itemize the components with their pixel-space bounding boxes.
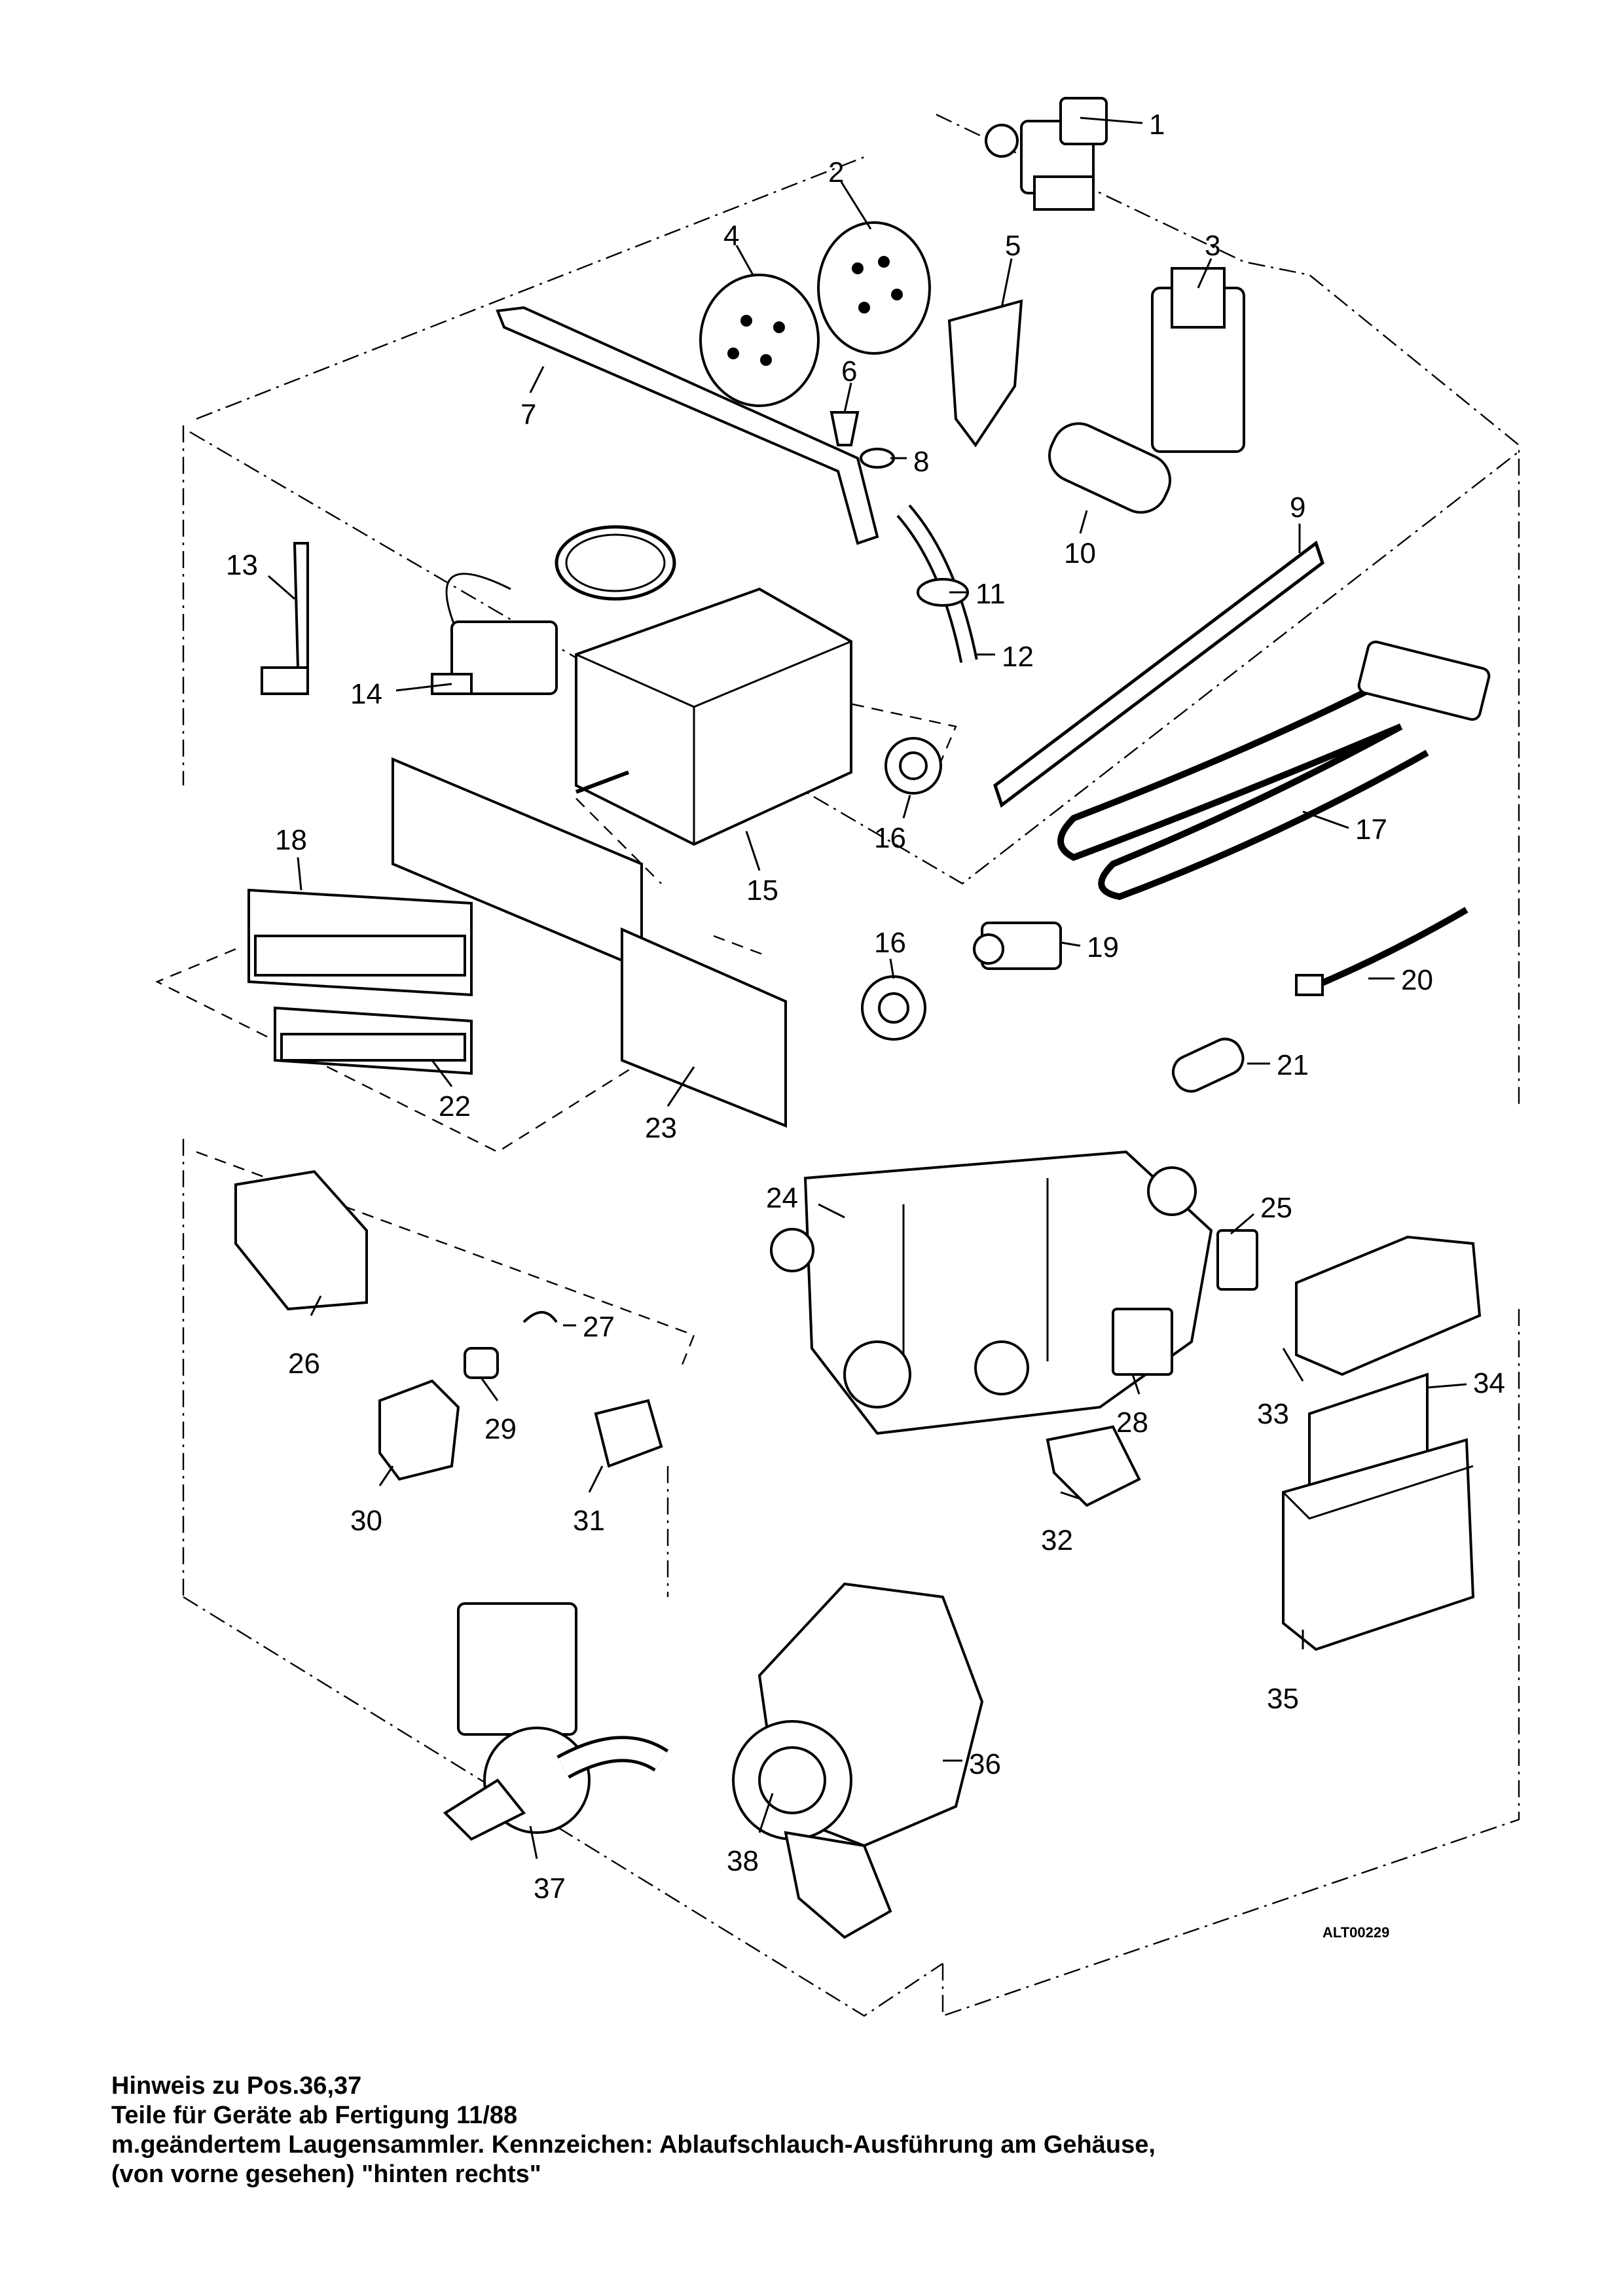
- callout-38: 38: [727, 1845, 759, 1877]
- callout-22: 22: [439, 1090, 471, 1122]
- part-6-nozzle: [830, 411, 860, 446]
- part-18-switch-block: [247, 888, 473, 997]
- callout-20: 20: [1401, 964, 1433, 996]
- part-31-plug: [594, 1399, 663, 1468]
- callout-9: 9: [1290, 492, 1305, 524]
- part-21-capacitor: [1171, 1037, 1245, 1093]
- callout-16b: 16: [874, 927, 906, 959]
- callout-8: 8: [913, 446, 929, 478]
- part-17-heater: [1057, 640, 1491, 901]
- cabinet-outline: [182, 113, 1520, 2017]
- callout-29: 29: [484, 1413, 517, 1445]
- part-24-motor: [770, 1150, 1213, 1435]
- footnote-line-2: Teile für Geräte ab Fertigung 11/88: [111, 2102, 518, 2129]
- part-27-wire: [522, 1311, 558, 1323]
- callout-19: 19: [1087, 931, 1119, 963]
- callout-32: 32: [1041, 1524, 1073, 1556]
- callout-11: 11: [976, 578, 1006, 610]
- part-1-valve: [985, 97, 1108, 211]
- callout-21: 21: [1277, 1049, 1309, 1081]
- part-16-bushing-top: [884, 737, 942, 795]
- callout-31: 31: [573, 1505, 605, 1537]
- callout-7: 7: [520, 399, 536, 431]
- callout-25: 25: [1260, 1192, 1292, 1224]
- footnote-line-3: m.geändertem Laugensammler. Kennzeichen:…: [111, 2131, 1156, 2159]
- callout-5: 5: [1005, 230, 1021, 262]
- callout-15: 15: [746, 874, 778, 906]
- part-11-12-hose: [896, 504, 978, 663]
- part-22-switch-block: [274, 1006, 473, 1075]
- part-26-relay: [234, 1170, 368, 1311]
- part-29-cap: [464, 1347, 499, 1379]
- leader-lines: [268, 117, 1467, 1859]
- callout-3: 3: [1205, 230, 1220, 262]
- part-28-connector: [1112, 1308, 1173, 1376]
- callout-37: 37: [534, 1873, 566, 1905]
- callout-34: 34: [1473, 1367, 1505, 1399]
- part-13-bracket: [261, 542, 309, 695]
- callout-2: 2: [828, 156, 844, 188]
- part-15-programmer: [575, 587, 852, 846]
- part-2-pressure-switch: [817, 221, 931, 355]
- drawing-code: ALT00229: [1322, 1924, 1389, 1941]
- callout-16: 16: [874, 822, 906, 854]
- part-32-switch: [1046, 1425, 1141, 1507]
- footnote-line-4: (von vorne gesehen) "hinten rechts": [111, 2161, 541, 2188]
- callout-numbers: 1 2 3 4 5 6 7 8 9 10 11 12 13 14 15 16 1…: [226, 109, 1505, 1905]
- callout-17: 17: [1355, 814, 1387, 846]
- part-7-rail: [496, 306, 879, 545]
- part-10-capacitor: [1048, 422, 1171, 514]
- callout-14: 14: [350, 678, 382, 710]
- assembly-dashed-lines: [155, 653, 957, 1369]
- callout-12: 12: [1002, 641, 1034, 673]
- callout-33: 33: [1257, 1398, 1289, 1430]
- callout-30: 30: [350, 1505, 382, 1537]
- callout-23: 23: [645, 1112, 677, 1144]
- callout-18: 18: [275, 824, 307, 856]
- part-5-bracket: [947, 299, 1023, 448]
- callout-24: 24: [766, 1182, 798, 1214]
- part-8-clip: [860, 448, 895, 469]
- part-35-container: [1282, 1438, 1475, 1651]
- callout-6: 6: [841, 355, 857, 387]
- part-37-pump: [443, 1602, 669, 1841]
- part-30-relay: [378, 1379, 460, 1481]
- part-9-heater-bracket: [993, 540, 1324, 808]
- callout-35: 35: [1267, 1683, 1299, 1715]
- callout-10: 10: [1064, 537, 1096, 569]
- footnote-line-1: Hinweis zu Pos.36,37: [111, 2072, 362, 2100]
- part-25-connector: [1216, 1229, 1258, 1291]
- footnote: Hinweis zu Pos.36,37 Teile für Geräte ab…: [111, 2072, 1584, 2189]
- callout-27: 27: [583, 1311, 615, 1343]
- callout-4: 4: [723, 220, 739, 252]
- part-19-switch: [973, 922, 1062, 970]
- callout-26: 26: [288, 1348, 320, 1380]
- callout-28: 28: [1116, 1407, 1148, 1439]
- callout-1: 1: [1149, 109, 1165, 141]
- part-36-motor: [732, 1582, 984, 1939]
- part-23-panel: [392, 757, 787, 1128]
- part-33-cover: [1295, 1235, 1482, 1376]
- callout-13: 13: [226, 549, 258, 581]
- part-16-bushing-bottom: [861, 975, 926, 1041]
- part-20-cable: [1295, 906, 1468, 996]
- part-3-door-lock: [1151, 267, 1245, 453]
- callout-36: 36: [969, 1748, 1001, 1780]
- part-4-pressure-switch: [699, 274, 820, 407]
